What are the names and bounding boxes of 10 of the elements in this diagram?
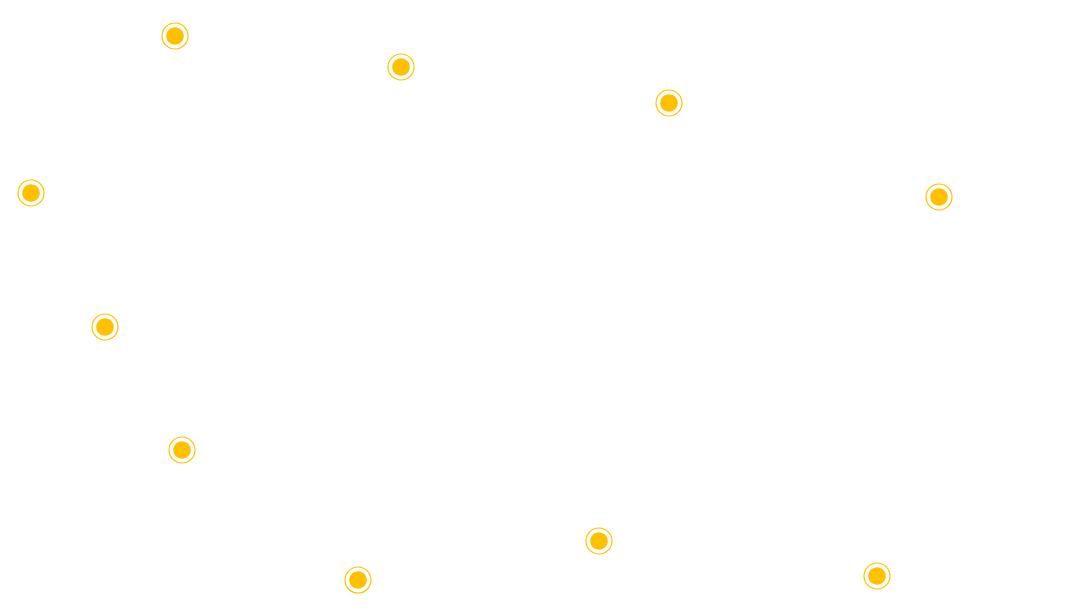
dot-marker	[17, 179, 45, 207]
dot-marker	[168, 436, 196, 464]
dot-marker	[863, 562, 891, 590]
dot-marker	[344, 566, 372, 594]
dot-marker	[925, 183, 953, 211]
dot-marker	[655, 89, 683, 117]
dot-marker	[585, 527, 613, 555]
dot-marker	[161, 22, 189, 50]
dot-marker	[91, 313, 119, 341]
dot-marker	[387, 53, 415, 81]
